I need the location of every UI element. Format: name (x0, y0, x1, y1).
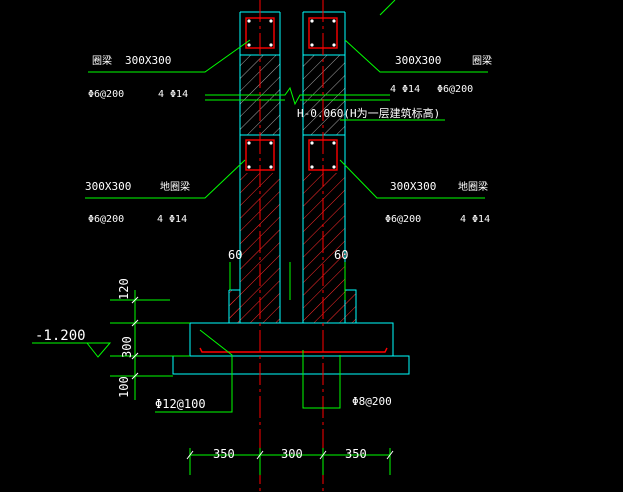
footing (172, 322, 410, 375)
leader-lines (32, 0, 488, 475)
ring-beam-left-size: 300X300 (125, 54, 171, 67)
ground-beam-left-label: 地圈梁 (160, 180, 190, 193)
bottom-rebar-left: Φ12@100 (155, 397, 206, 411)
dimension-ticks (131, 296, 394, 460)
right-bars-bottom: 4 Φ14 (460, 214, 490, 225)
dim-350-right: 350 (345, 447, 367, 461)
ring-beam-right-label: 圈梁 (472, 54, 492, 67)
right-bars-top: 4 Φ14 (390, 84, 420, 95)
dim-300: 300 (120, 336, 134, 358)
ring-beam-right-size: 300X300 (395, 54, 441, 67)
rebar-dots (247, 19, 336, 169)
left-stirrup-bottom: Φ6@200 (88, 214, 124, 225)
right-stirrup-bottom: Φ6@200 (385, 214, 421, 225)
right-wall (302, 11, 357, 323)
level-label: -1.200 (35, 328, 86, 344)
ground-beam-left-size: 300X300 (85, 180, 131, 193)
left-bars-top: 4 Φ14 (158, 89, 188, 100)
dim-100: 100 (117, 376, 131, 398)
ground-beam-right-label: 地圈梁 (458, 180, 488, 193)
left-bars-bottom: 4 Φ14 (157, 214, 187, 225)
break-line (205, 86, 390, 106)
ring-beam-left-label: 圈梁 (92, 54, 112, 67)
annotations: 圈梁 300X300 300X300 圈梁 Φ6@200 4 Φ14 4 Φ14… (35, 54, 492, 461)
step-right-dim: 60 (334, 248, 348, 262)
elevation-note: H-0.060(H为一层建筑标高) (297, 106, 440, 120)
dim-350-left: 350 (213, 447, 235, 461)
bottom-rebar-right: Φ8@200 (352, 395, 392, 408)
left-stirrup-top: Φ6@200 (88, 89, 124, 100)
ground-beam-right-size: 300X300 (390, 180, 436, 193)
dim-300-mid: 300 (281, 447, 303, 461)
dim-120: 120 (117, 278, 131, 300)
right-stirrup-top: Φ6@200 (437, 84, 473, 95)
axis-lines (259, 0, 324, 492)
step-left-dim: 60 (228, 248, 242, 262)
